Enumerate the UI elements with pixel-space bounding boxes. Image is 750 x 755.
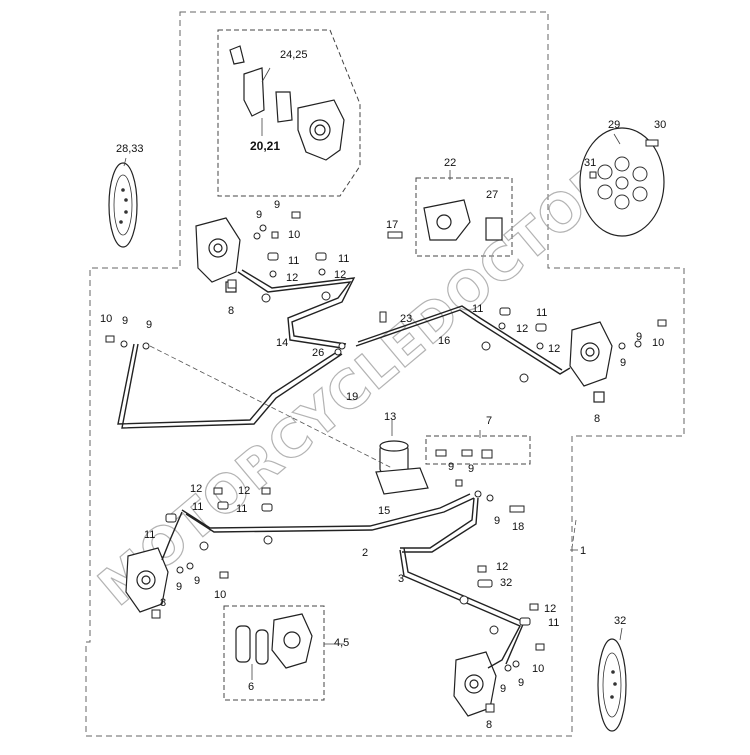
label-16: 16 — [438, 335, 450, 347]
label-22: 22 — [444, 157, 456, 169]
label-12-h: 12 — [544, 603, 556, 615]
caliper-22 — [423, 199, 503, 241]
label-11-b: 11 — [338, 253, 349, 265]
label-9-i: 9 — [494, 515, 500, 527]
label-11-h: 11 — [548, 617, 559, 629]
label-10-b: 10 — [100, 313, 112, 325]
caliper-rear-left — [125, 547, 169, 613]
label-11-g-left: 11 — [144, 529, 155, 541]
label-12-g: 12 — [496, 561, 508, 573]
fasteners — [105, 139, 667, 713]
label-8-a: 8 — [228, 305, 234, 317]
master-cylinder — [375, 440, 429, 495]
pad-kit-box-bottom — [223, 605, 325, 701]
assembly-outline — [85, 11, 685, 737]
label-9-k: 9 — [194, 575, 200, 587]
caliper-top-pad-kit — [229, 45, 345, 161]
label-9-m: 9 — [518, 677, 524, 689]
caliper-front-right — [569, 321, 613, 403]
label-11-f: 11 — [236, 503, 247, 515]
label-31: 31 — [584, 157, 596, 169]
label-9-c: 9 — [122, 315, 128, 327]
label-9-f: 9 — [636, 331, 642, 343]
label-9-b: 9 — [274, 199, 280, 211]
label-9-a: 9 — [256, 209, 262, 221]
label-11-a: 11 — [288, 255, 299, 267]
label-18: 18 — [512, 521, 524, 533]
brake-disc-right-bottom — [597, 638, 627, 732]
label-13: 13 — [384, 411, 396, 423]
brake-disc-left — [108, 162, 138, 248]
label-12-f: 12 — [238, 485, 250, 497]
label-9-e: 9 — [620, 357, 626, 369]
part-labels: 24,25 20,21 28,33 22 27 17 29 30 31 9 9 … — [100, 49, 666, 731]
label-2: 2 — [362, 547, 368, 559]
label-9-d: 9 — [146, 319, 152, 331]
label-3: 3 — [398, 573, 404, 585]
label-12-d: 12 — [548, 343, 560, 355]
watermark-text: MOTORCYCLEDOCTOR — [88, 149, 630, 618]
leader-lines — [149, 345, 577, 549]
label-10-c: 10 — [652, 337, 664, 349]
bleeder-kit-box — [425, 435, 531, 465]
label-20-21: 20,21 — [250, 139, 280, 153]
label-28-33: 28,33 — [116, 143, 144, 155]
brake-disc-right-top — [579, 127, 665, 237]
label-12-c: 12 — [516, 323, 528, 335]
label-19: 19 — [346, 391, 358, 403]
caliper-front-left — [195, 217, 241, 293]
label-9-l: 9 — [500, 683, 506, 695]
label-1: 1 — [580, 545, 586, 557]
brake-lines — [117, 269, 571, 669]
label-11-d: 11 — [536, 307, 547, 319]
label-14: 14 — [276, 337, 288, 349]
caliper-kit-box — [415, 177, 513, 257]
label-8-b: 8 — [594, 413, 600, 425]
label-11-e: 11 — [192, 501, 203, 513]
label-32-b: 32 — [614, 615, 626, 627]
label-9-h: 9 — [468, 463, 474, 475]
label-12-b: 12 — [334, 269, 346, 281]
label-26: 26 — [312, 347, 324, 359]
label-6: 6 — [248, 681, 254, 693]
caliper-bottom-pad-kit — [235, 613, 313, 669]
pad-kit-box-top — [217, 29, 361, 197]
label-8-d: 8 — [486, 719, 492, 731]
label-32-a: 32 — [500, 577, 512, 589]
label-10-d: 10 — [214, 589, 226, 601]
label-29: 29 — [608, 119, 620, 131]
label-4-5: 4,5 — [334, 637, 349, 649]
label-12-e: 12 — [190, 483, 202, 495]
label-9-j: 9 — [176, 581, 182, 593]
label-10-e: 10 — [532, 663, 544, 675]
label-30: 30 — [654, 119, 666, 131]
label-15: 15 — [378, 505, 390, 517]
label-9-g: 9 — [448, 461, 454, 473]
label-10-a: 10 — [288, 229, 300, 241]
label-27: 27 — [486, 189, 498, 201]
label-17: 17 — [386, 219, 398, 231]
label-7: 7 — [486, 415, 492, 427]
label-23: 23 — [400, 313, 412, 325]
label-11-c: 11 — [472, 303, 483, 315]
label-12-a: 12 — [286, 272, 298, 284]
label-8-c: 8 — [160, 597, 166, 609]
callout-lines — [123, 67, 623, 680]
label-24-25: 24,25 — [280, 49, 308, 61]
